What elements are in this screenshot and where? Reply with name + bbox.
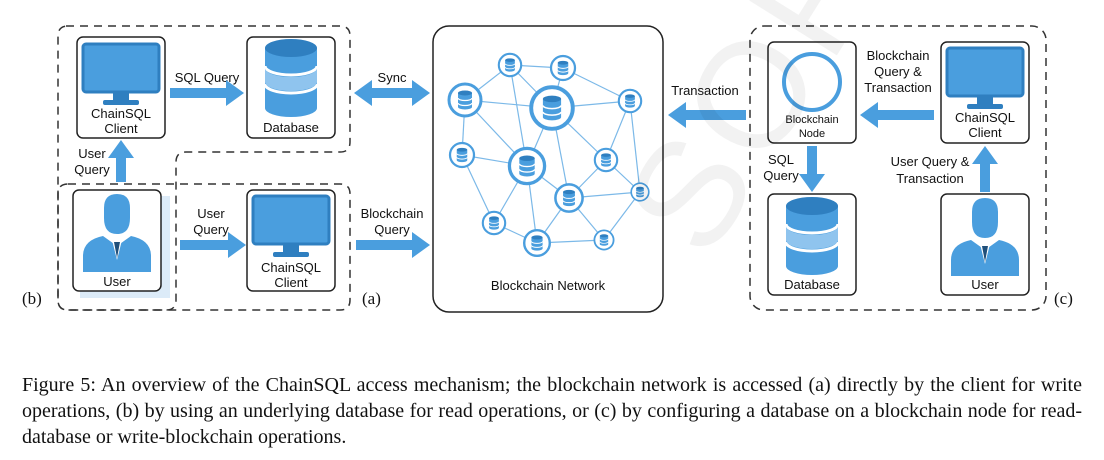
arrow-icon [972,146,998,192]
blockchain-node-icon [481,210,507,236]
client-label-bottom-line2: Client [274,275,308,290]
user-query-label-b-line1: User [78,146,106,161]
panel-a-bottom-dashed-border [57,183,351,311]
blockchain-node-icon [529,85,575,131]
architecture-diagram: ChainSQL Client SQL Query Database Sync … [22,25,1073,313]
panel-label-b: (b) [22,289,42,308]
panel-c-dashed-border [749,25,1047,311]
sync-label: Sync [378,70,407,85]
blockchain-network-label: Blockchain Network [491,278,606,293]
blockchain-node-icon [782,52,842,112]
arrow-icon [860,102,934,128]
blockchain-node-icon [549,54,577,82]
database-icon [263,37,319,119]
user-query-label-a-line1: User [197,206,225,221]
bq-label-line2: Query & [874,64,922,79]
blockchain-node-icon [593,229,615,251]
database-label-a: Database [263,120,319,135]
blockchain-node-icon [630,182,650,202]
sql-query-label-c-line2: Query [763,168,799,183]
blockchain-node-icon [593,147,619,173]
database-label-c: Database [784,277,840,292]
uq-label-line2: Transaction [896,171,963,186]
arrow-icon [354,80,430,106]
blockchain-node-icon [497,52,523,78]
bq-label-line1: Blockchain [867,48,930,63]
blockchain-network-box [432,25,664,313]
panel-a-top-dashed-border [57,25,351,311]
blockchain-node-icon [617,88,643,114]
blockchain-node-icon [554,183,584,213]
uq-label-line1: User Query & [891,154,970,169]
arrow-icon [108,140,134,182]
arrow-icon [180,232,246,258]
arrow-icon [668,102,746,128]
client-label-c-line1: ChainSQL [955,110,1015,125]
client-label-top-line2: Client [104,121,138,136]
blockchain-query-label-line1: Blockchain [361,206,424,221]
transaction-label: Transaction [671,83,738,98]
client-label-bottom-line1: ChainSQL [261,260,321,275]
user-query-label-a-line2: Query [193,222,229,237]
node-label-line2: Node [799,128,825,140]
blockchain-node-icon [507,146,547,186]
client-label-top-line1: ChainSQL [91,106,151,121]
sql-query-label-c-line1: SQL [768,152,794,167]
panel-label-c: (c) [1054,289,1073,308]
panel-label-a: (a) [362,289,381,308]
user-label-c: User [971,277,999,292]
blockchain-node-icon [448,141,476,169]
figure-caption: Figure 5: An overview of the ChainSQL ac… [22,374,1082,448]
client-label-c-line2: Client [968,125,1002,140]
blockchain-query-label-line2: Query [374,222,410,237]
sql-query-label-a: SQL Query [175,70,240,85]
blockchain-node-icon [523,228,551,258]
database-icon [784,195,840,277]
blockchain-node-icon [447,82,483,118]
user-query-label-b-line2: Query [74,162,110,177]
arrow-icon [170,80,244,106]
user-label-b: User [103,274,131,289]
arrow-icon [799,146,825,192]
bq-label-line3: Transaction [864,80,931,95]
node-label-line1: Blockchain [785,114,838,126]
arrow-icon [356,232,430,258]
